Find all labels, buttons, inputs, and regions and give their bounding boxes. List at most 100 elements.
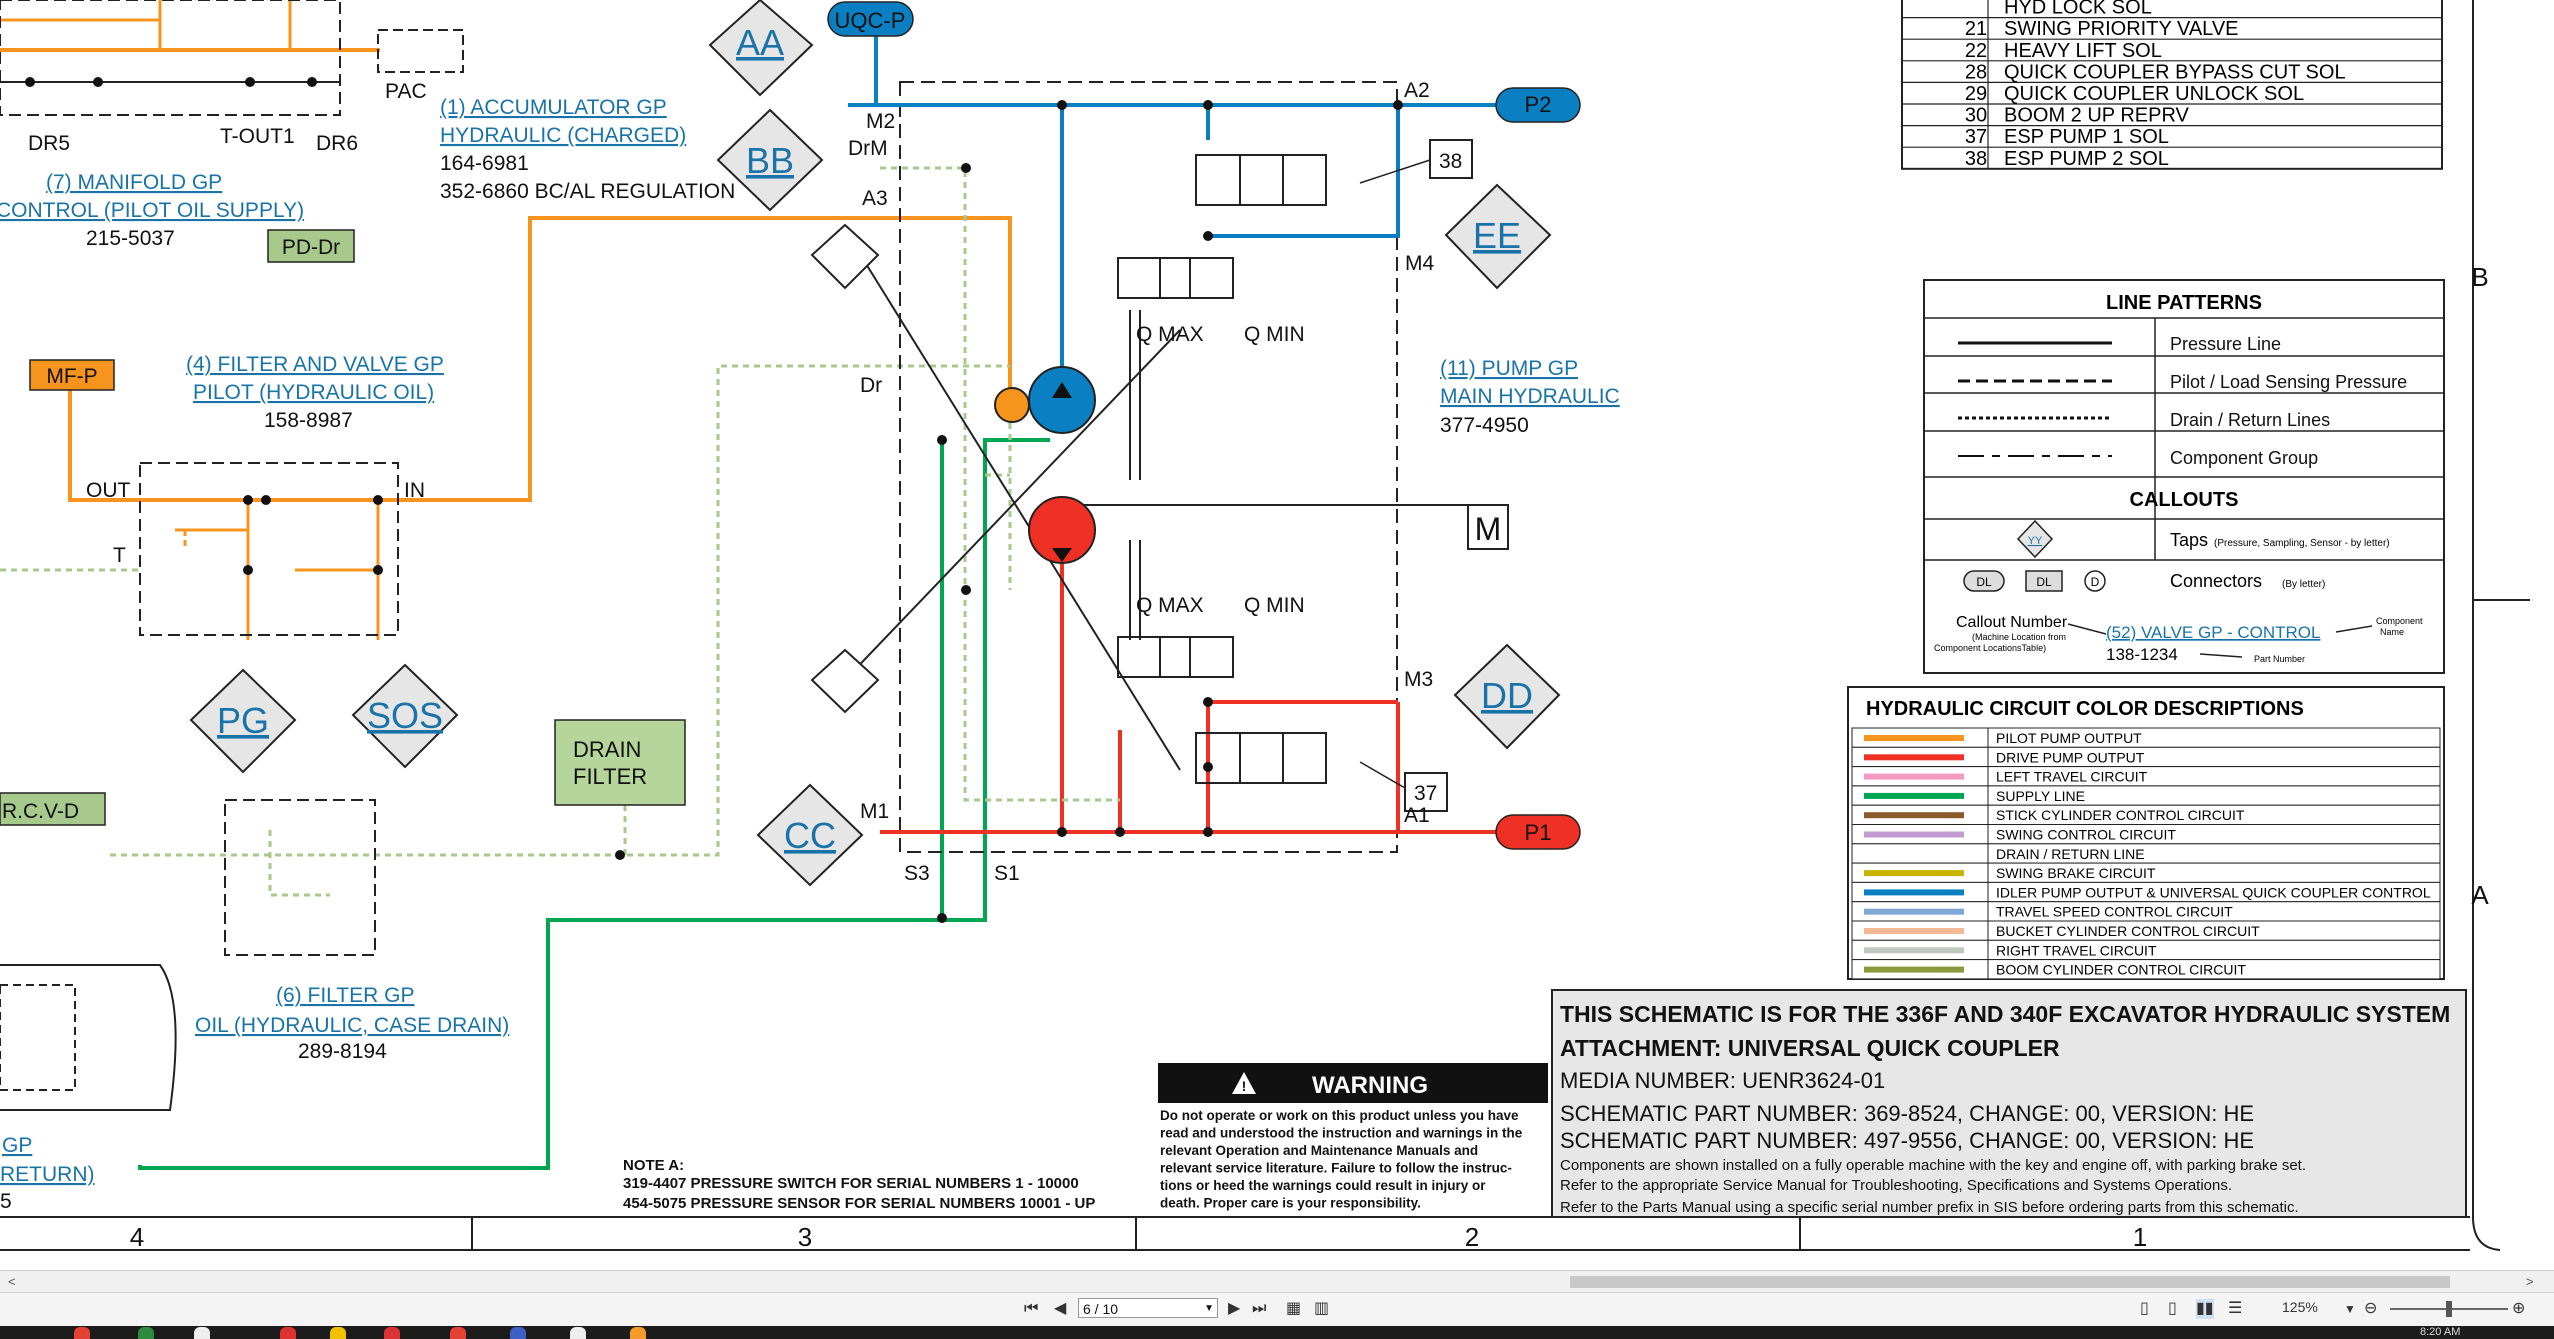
- parts-row-number: 28: [1965, 61, 1987, 83]
- tap-ee-label[interactable]: EE: [1473, 215, 1521, 256]
- zoom-slider-handle[interactable]: [2446, 1301, 2452, 1317]
- app-icon[interactable]: [630, 1327, 646, 1339]
- warning-line: relevant Operation and Maintenance Manua…: [1160, 1143, 1478, 1158]
- horizontal-scrollbar[interactable]: < >: [0, 1270, 2554, 1293]
- callout-example-pn: 138-1234: [2106, 645, 2178, 664]
- prev-page-icon[interactable]: ◀: [1054, 1300, 1067, 1317]
- tap-bb[interactable]: [716, 108, 824, 212]
- filter4-subtitle[interactable]: PILOT (HYDRAULIC OIL): [193, 381, 434, 404]
- app-icon[interactable]: [450, 1327, 466, 1339]
- tap-dd-label[interactable]: DD: [1481, 675, 1533, 716]
- m1-label: M1: [860, 800, 889, 823]
- last-page-icon[interactable]: ⏭: [1252, 1300, 1267, 1317]
- page-view-icon[interactable]: ▦: [1286, 1300, 1302, 1317]
- zoom-dropdown-icon[interactable]: ▼: [2344, 1302, 2356, 1316]
- filter6-title[interactable]: (6) FILTER GP: [276, 984, 414, 1007]
- app-icon[interactable]: [74, 1327, 90, 1339]
- partial-pn-label: 5: [0, 1190, 12, 1213]
- pac-label: PAC: [385, 80, 427, 103]
- callout-example: (52) VALVE GP - CONTROL: [2106, 623, 2320, 642]
- connectors: [0, 1, 1581, 850]
- page-number-input[interactable]: 6 / 10 ▼: [1078, 1298, 1218, 1318]
- filter6-subtitle[interactable]: OIL (HYDRAULIC, CASE DRAIN): [195, 1014, 509, 1037]
- tap-aa-label[interactable]: AA: [736, 22, 784, 63]
- first-page-icon[interactable]: ⏮: [1024, 1300, 1039, 1317]
- tap-cc-label[interactable]: CC: [784, 815, 836, 856]
- manifold-subtitle[interactable]: CONTROL (PILOT OIL SUPPLY): [0, 199, 304, 222]
- connector-rcvd[interactable]: [0, 792, 106, 826]
- chevron-down-icon[interactable]: ▼: [1204, 1303, 1214, 1314]
- taps-note: (Pressure, Sampling, Sensor - by letter): [2214, 538, 2390, 549]
- tap-dd[interactable]: [1453, 643, 1561, 750]
- scroll-left-icon[interactable]: <: [8, 1274, 16, 1289]
- warning-line: Do not operate or work on this product u…: [1160, 1108, 1519, 1123]
- next-page-icon[interactable]: ▶: [1228, 1300, 1241, 1317]
- pump-title[interactable]: (11) PUMP GP: [1440, 357, 1578, 380]
- line-pattern-label: Pressure Line: [2170, 334, 2281, 354]
- app-icon[interactable]: [194, 1327, 210, 1339]
- parts-row-number: 30: [1965, 105, 1987, 127]
- connector-pddr[interactable]: [267, 229, 355, 263]
- tap-pg[interactable]: [189, 668, 297, 774]
- warning-box: ! WARNING Do not operate or work on this…: [1158, 1063, 1548, 1211]
- continuous-icon[interactable]: ▯: [2168, 1300, 2177, 1317]
- accumulator-pn1: 164-6981: [440, 152, 529, 175]
- continuous-facing-icon[interactable]: ☰: [2228, 1300, 2243, 1317]
- accumulator-title[interactable]: (1) ACCUMULATOR GP: [440, 96, 667, 119]
- accumulator-subtitle[interactable]: HYDRAULIC (CHARGED): [440, 124, 686, 147]
- app-icon[interactable]: [510, 1327, 526, 1339]
- page-number-value: 6 / 10: [1083, 1301, 1119, 1317]
- scroll-right-icon[interactable]: >: [2526, 1274, 2534, 1289]
- color-description-label: RIGHT TRAVEL CIRCUIT: [1996, 942, 2157, 958]
- manifold-title[interactable]: (7) MANIFOLD GP: [46, 171, 222, 194]
- tap-sos-label[interactable]: SOS: [367, 695, 443, 736]
- app-icon[interactable]: [384, 1327, 400, 1339]
- app-icon[interactable]: [330, 1327, 346, 1339]
- connector-p2[interactable]: [1495, 87, 1581, 123]
- parts-row-desc: QUICK COUPLER UNLOCK SOL: [2004, 83, 2304, 105]
- zoom-in-icon[interactable]: ⊕: [2512, 1300, 2526, 1317]
- tap-ee[interactable]: [1444, 183, 1552, 290]
- partial-return-label[interactable]: RETURN): [0, 1163, 95, 1186]
- pump-group: [844, 20, 1509, 853]
- a3-label: A3: [862, 187, 888, 210]
- color-description-label: TRAVEL SPEED CONTROL CIRCUIT: [1996, 904, 2233, 920]
- parts-row-desc: ESP PUMP 2 SOL: [2004, 148, 2169, 170]
- connector-uqcp[interactable]: [827, 1, 914, 37]
- two-page-icon[interactable]: ▥: [1314, 1300, 1330, 1317]
- parts-row-number: 29: [1965, 83, 1987, 105]
- dr6-label: DR6: [316, 132, 358, 155]
- pump-subtitle[interactable]: MAIN HYDRAULIC: [1440, 385, 1620, 408]
- partial-gp-label[interactable]: GP: [2, 1134, 32, 1157]
- m2-label: M2: [866, 110, 895, 133]
- color-description-label: PILOT PUMP OUTPUT: [1996, 730, 2142, 746]
- app-icon[interactable]: [138, 1327, 154, 1339]
- m3-label: M3: [1404, 668, 1433, 691]
- tap-pg-label[interactable]: PG: [217, 700, 269, 741]
- callout-note-2: Component LocationsTable): [1934, 643, 2046, 653]
- tap-cc[interactable]: [756, 783, 864, 887]
- tap-symbol-label: YY: [2028, 535, 2043, 547]
- scrollbar-thumb[interactable]: [1570, 1276, 2450, 1288]
- filter6-pn: 289-8194: [298, 1040, 387, 1063]
- connector-mfp[interactable]: [29, 359, 115, 391]
- pump-pn: 377-4950: [1440, 414, 1529, 437]
- color-swatch: [1864, 831, 1964, 838]
- title-line-1: THIS SCHEMATIC IS FOR THE 336F AND 340F …: [1560, 1001, 2450, 1027]
- tap-aa[interactable]: [708, 0, 814, 97]
- facing-icon[interactable]: ▮▮: [2196, 1299, 2214, 1319]
- tap-sos[interactable]: [351, 663, 459, 769]
- filter4-title[interactable]: (4) FILTER AND VALVE GP: [186, 353, 444, 376]
- app-icon[interactable]: [570, 1327, 586, 1339]
- single-page-icon[interactable]: ▯: [2140, 1300, 2149, 1317]
- zone-col-4: 4: [130, 1222, 144, 1252]
- zoom-out-icon[interactable]: ⊖: [2364, 1300, 2378, 1317]
- tap-bb-label[interactable]: BB: [746, 140, 794, 181]
- color-swatch: [1864, 812, 1964, 819]
- component-name-1: Component: [2376, 616, 2423, 626]
- app-icon[interactable]: [280, 1327, 296, 1339]
- zoom-level[interactable]: 125%: [2282, 1299, 2318, 1315]
- taps-label: Taps: [2170, 530, 2208, 550]
- connector-p1[interactable]: [1495, 814, 1581, 850]
- tap-labels: AA BB CC EE DD PG SOS: [217, 22, 1533, 856]
